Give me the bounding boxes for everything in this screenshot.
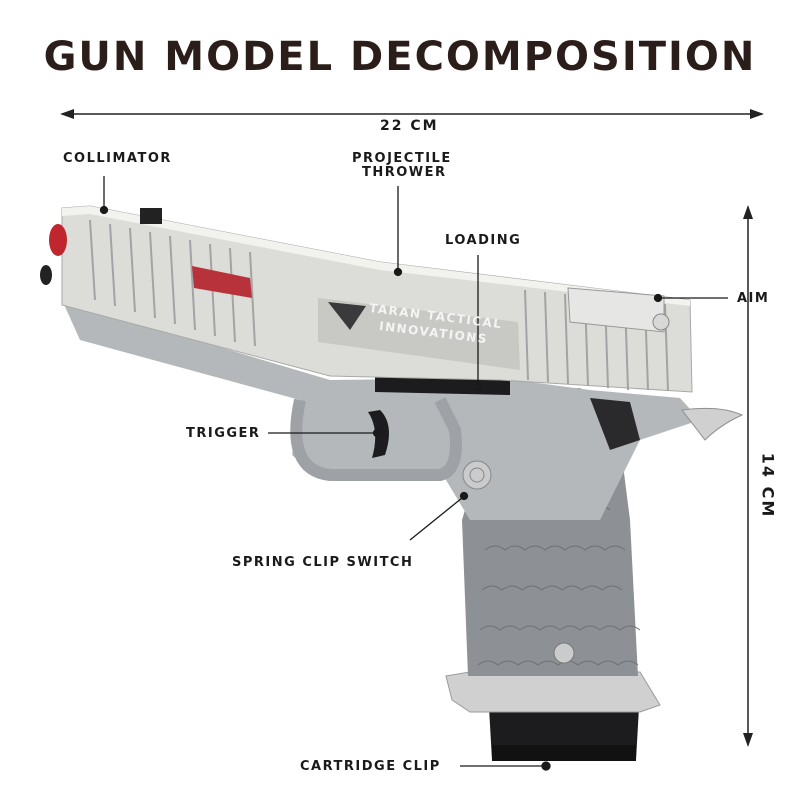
width-label: 22 CM	[380, 118, 439, 134]
engraving-plate	[318, 298, 520, 370]
frame	[62, 300, 700, 520]
label-trigger: TRIGGER	[186, 426, 261, 441]
leader-lines	[99, 176, 728, 771]
ejection-port	[192, 266, 252, 298]
label-collimator: COLLIMATOR	[63, 151, 172, 166]
spring-switch	[462, 460, 492, 490]
label-cartridge-clip: CARTRIDGE CLIP	[300, 759, 441, 774]
label-spring-clip-switch: SPRING CLIP SWITCH	[232, 555, 414, 570]
label-aim: AIM	[737, 291, 770, 306]
page-title: GUN MODEL DECOMPOSITION	[43, 34, 757, 80]
front-sight	[140, 208, 162, 224]
height-dimension-arrow	[743, 205, 753, 747]
hammer	[681, 407, 744, 441]
label-projectile-line1: PROJECTILE	[352, 151, 452, 166]
label-projectile-line2: THROWER	[362, 165, 447, 180]
barrel-tip	[49, 224, 67, 256]
label-loading: LOADING	[445, 233, 522, 248]
height-label: 14 CM	[758, 452, 778, 519]
logo-mark	[328, 302, 366, 330]
pistol-illustration	[40, 205, 744, 761]
magwell	[445, 671, 661, 713]
front-serrations	[89, 219, 256, 347]
trigger-guard	[290, 397, 462, 481]
rear-sight	[567, 287, 665, 333]
width-dimension-arrow	[60, 109, 764, 119]
